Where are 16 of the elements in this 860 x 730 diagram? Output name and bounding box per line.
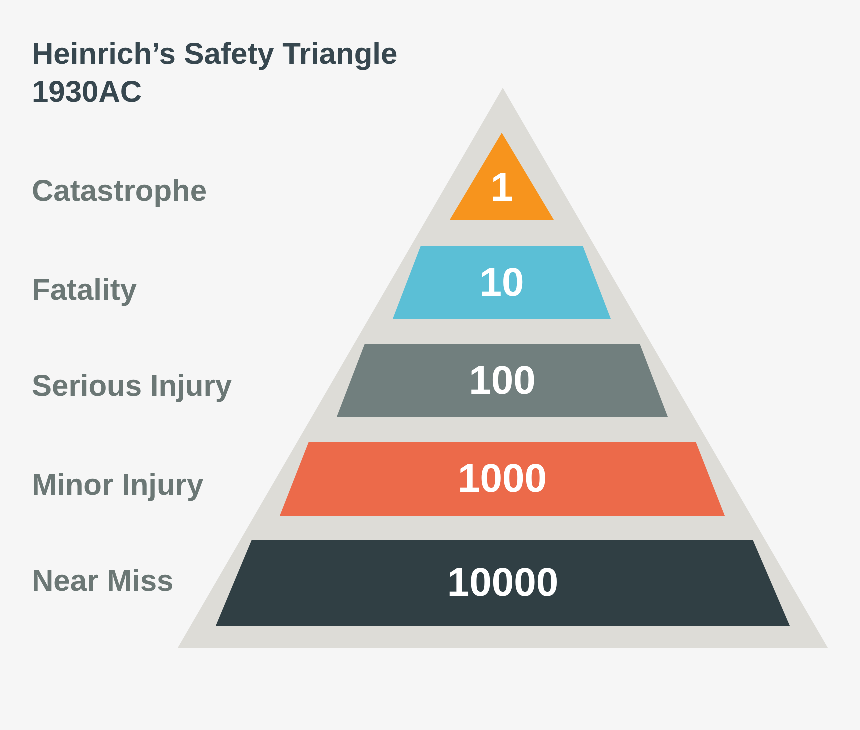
count-value: 100 [469,360,536,400]
pyramid-band [337,344,668,417]
title: Heinrich’s Safety Triangle 1930AC [32,37,399,111]
count-value: 1 [490,168,514,208]
pyramid-band [216,540,790,626]
level-label: Serious Injury [32,372,232,402]
level-label: Near Miss [32,567,174,597]
pyramid-band [393,246,611,319]
level-label: Fatality [32,276,138,306]
count-value: 10 [480,262,524,302]
count-value: 10000 [447,563,559,603]
pyramid-band [280,442,725,516]
level-label: Catastrophe [32,177,208,207]
count-value: 1000 [458,459,547,499]
level-label: Minor Injury [32,471,204,501]
pyramid-band [450,133,554,220]
